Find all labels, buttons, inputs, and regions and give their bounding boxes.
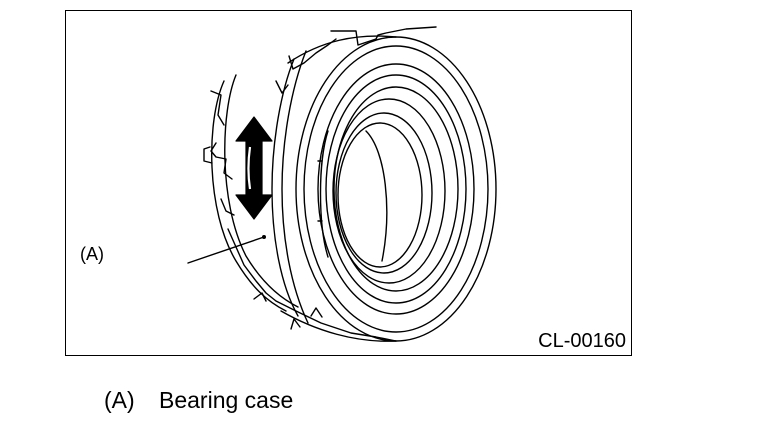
bearing-case-illustration (187, 26, 497, 342)
legend-item-key: (A) (104, 387, 135, 413)
legend-item-label: Bearing case (159, 387, 294, 413)
figure-frame: CL-00160 (65, 10, 632, 356)
callout-leader-line (187, 236, 265, 264)
legend: (A) Bearing case (104, 389, 293, 412)
figure-code: CL-00160 (538, 330, 626, 352)
callout-leader-dot (262, 235, 266, 239)
part-callout-label: (A) (80, 244, 104, 264)
double-headed-arrow-icon (235, 116, 273, 220)
bearing-flange-outline (210, 26, 437, 342)
